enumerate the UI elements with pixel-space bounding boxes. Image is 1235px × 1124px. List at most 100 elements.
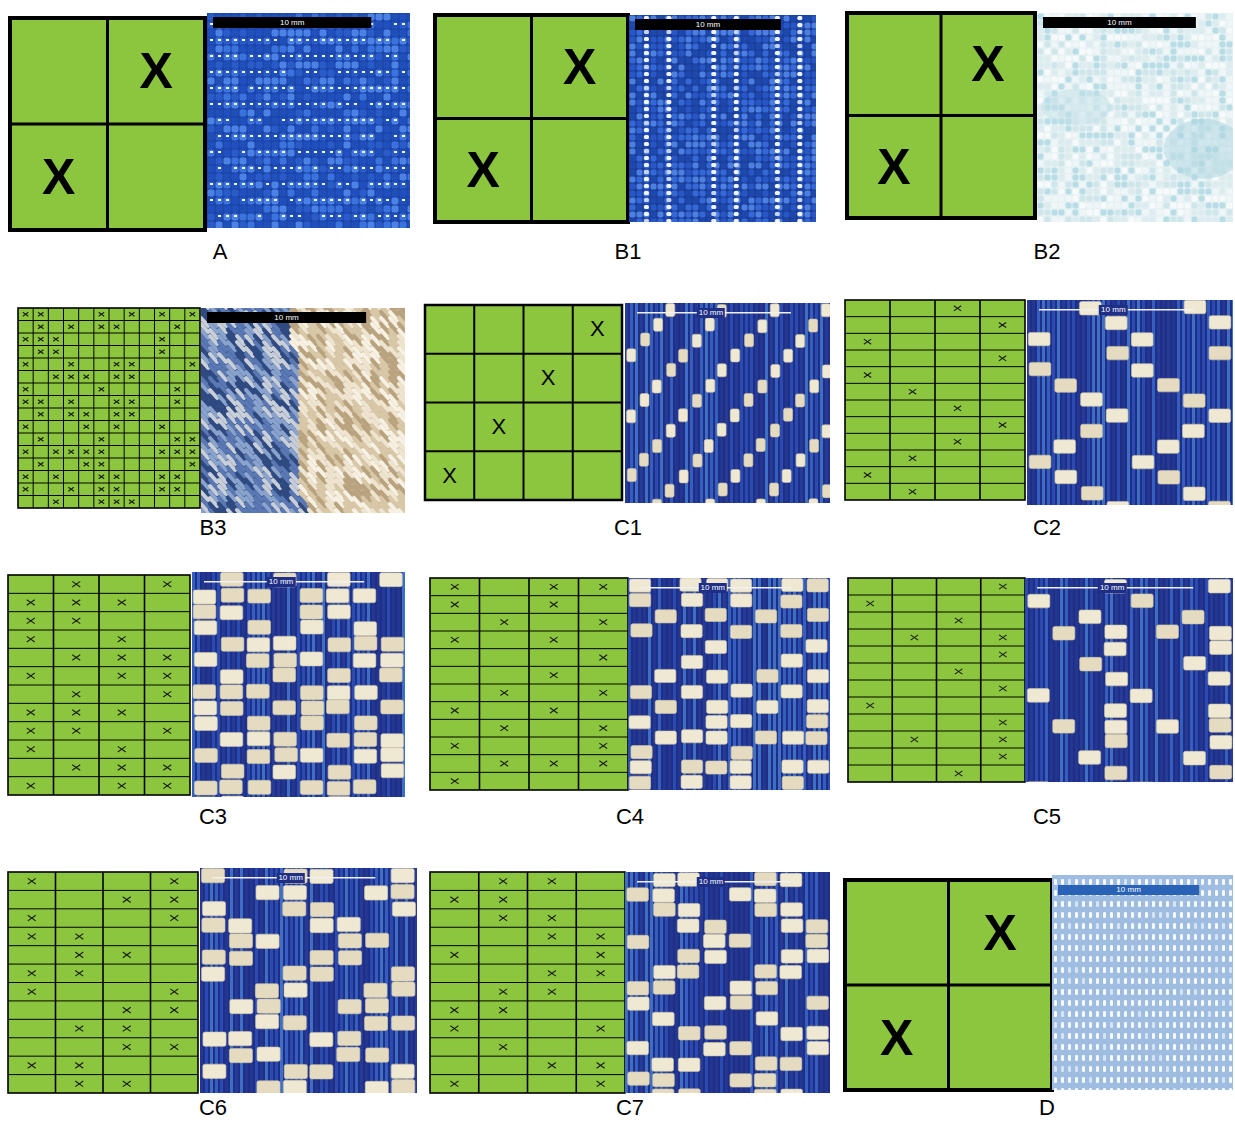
fabric-photo (250, 199, 253, 201)
fabric-photo (352, 166, 359, 173)
fabric-photo (784, 163, 790, 169)
fabric-photo (721, 121, 727, 127)
fabric-photo (735, 37, 741, 43)
fabric-photo (280, 142, 287, 149)
fabric-photo (240, 78, 247, 85)
fabric-photo (216, 62, 223, 69)
fabric-photo (304, 38, 311, 45)
fabric-photo (812, 149, 817, 155)
fabric-photo (384, 22, 391, 29)
fabric-photo (672, 100, 678, 106)
fabric-photo (797, 79, 802, 83)
fabric-photo (784, 219, 790, 223)
fabric-photo (256, 38, 263, 45)
fabric-photo (665, 37, 671, 43)
fabric-photo (770, 149, 776, 155)
fabric-photo (700, 51, 706, 57)
fabric-photo (651, 72, 657, 78)
fabric-photo (232, 214, 239, 221)
fabric-photo (630, 149, 636, 155)
fabric-photo (749, 114, 755, 120)
fabric-photo (386, 119, 389, 121)
fabric-photo (666, 114, 671, 118)
fabric-photo (742, 149, 748, 155)
fabric-photo (352, 38, 359, 45)
fabric-photo (700, 184, 706, 190)
fabric-photo (216, 54, 223, 61)
fabric-photo (360, 94, 367, 101)
fabric-photo (296, 142, 303, 149)
fabric-photo (346, 199, 349, 201)
fabric-photo (679, 212, 685, 218)
fabric-photo (296, 206, 303, 213)
fabric-photo (735, 156, 741, 162)
fabric-photo (306, 183, 309, 185)
fabric-photo (812, 44, 817, 50)
fabric-photo (791, 23, 797, 29)
fabric-photo (208, 150, 215, 157)
fabric-photo (402, 23, 405, 25)
fabric-photo (805, 79, 811, 85)
fabric-photo (250, 183, 253, 185)
fabric-photo (338, 55, 341, 57)
fabric-photo (264, 38, 271, 45)
fabric-photo (304, 174, 311, 181)
fabric-photo (784, 100, 790, 106)
fabric-photo (711, 184, 716, 188)
fabric-photo (328, 214, 335, 221)
fabric-photo (272, 110, 279, 117)
fabric-photo (658, 149, 664, 155)
fabric-photo (791, 86, 797, 92)
fabric-photo (296, 174, 303, 181)
fabric-photo (258, 215, 261, 217)
fabric-photo (666, 37, 671, 41)
fabric-photo (812, 163, 817, 169)
fabric-photo (735, 114, 741, 120)
fabric-photo (749, 163, 755, 169)
fabric-photo (721, 184, 727, 190)
fabric-photo (805, 198, 811, 204)
fabric-photo (290, 119, 293, 121)
fabric-photo (400, 14, 407, 21)
fabric-photo (805, 16, 811, 22)
fabric-photo (775, 114, 780, 118)
fabric-photo (763, 156, 769, 162)
fabric-photo (218, 55, 221, 57)
fabric-photo (256, 46, 263, 53)
fabric-photo (770, 219, 776, 223)
fabric-photo (700, 156, 706, 162)
fabric-photo (280, 38, 287, 45)
fabric-photo (312, 150, 319, 157)
fabric-photo (296, 78, 303, 85)
fabric-photo (384, 214, 391, 221)
fabric-photo (232, 78, 239, 85)
fabric-photo (208, 214, 215, 221)
fabric-photo (644, 205, 649, 209)
fabric-photo (240, 182, 247, 189)
fabric-photo (394, 103, 397, 105)
fabric-photo (338, 39, 341, 41)
fabric-photo (328, 174, 335, 181)
fabric-photo (272, 86, 279, 93)
fabric-photo (665, 51, 671, 57)
fabric-photo (320, 62, 327, 69)
fabric-photo (686, 65, 692, 71)
fabric-photo (280, 62, 287, 69)
fabric-photo (756, 212, 762, 218)
fabric-photo (700, 107, 706, 113)
fabric-photo (735, 191, 741, 197)
fabric-photo (288, 38, 295, 45)
fabric-photo (812, 184, 817, 190)
fabric-photo (386, 71, 389, 73)
fabric-photo (312, 70, 319, 77)
fabric-photo (784, 114, 790, 120)
fabric-photo (644, 72, 649, 76)
fabric-photo (644, 191, 650, 197)
fabric-photo (637, 86, 643, 92)
fabric-photo (770, 212, 776, 218)
fabric-photo (296, 86, 303, 93)
fabric-photo (240, 166, 247, 173)
fabric-photo (320, 198, 327, 205)
fabric-photo (784, 107, 790, 113)
fabric-photo (336, 126, 343, 133)
